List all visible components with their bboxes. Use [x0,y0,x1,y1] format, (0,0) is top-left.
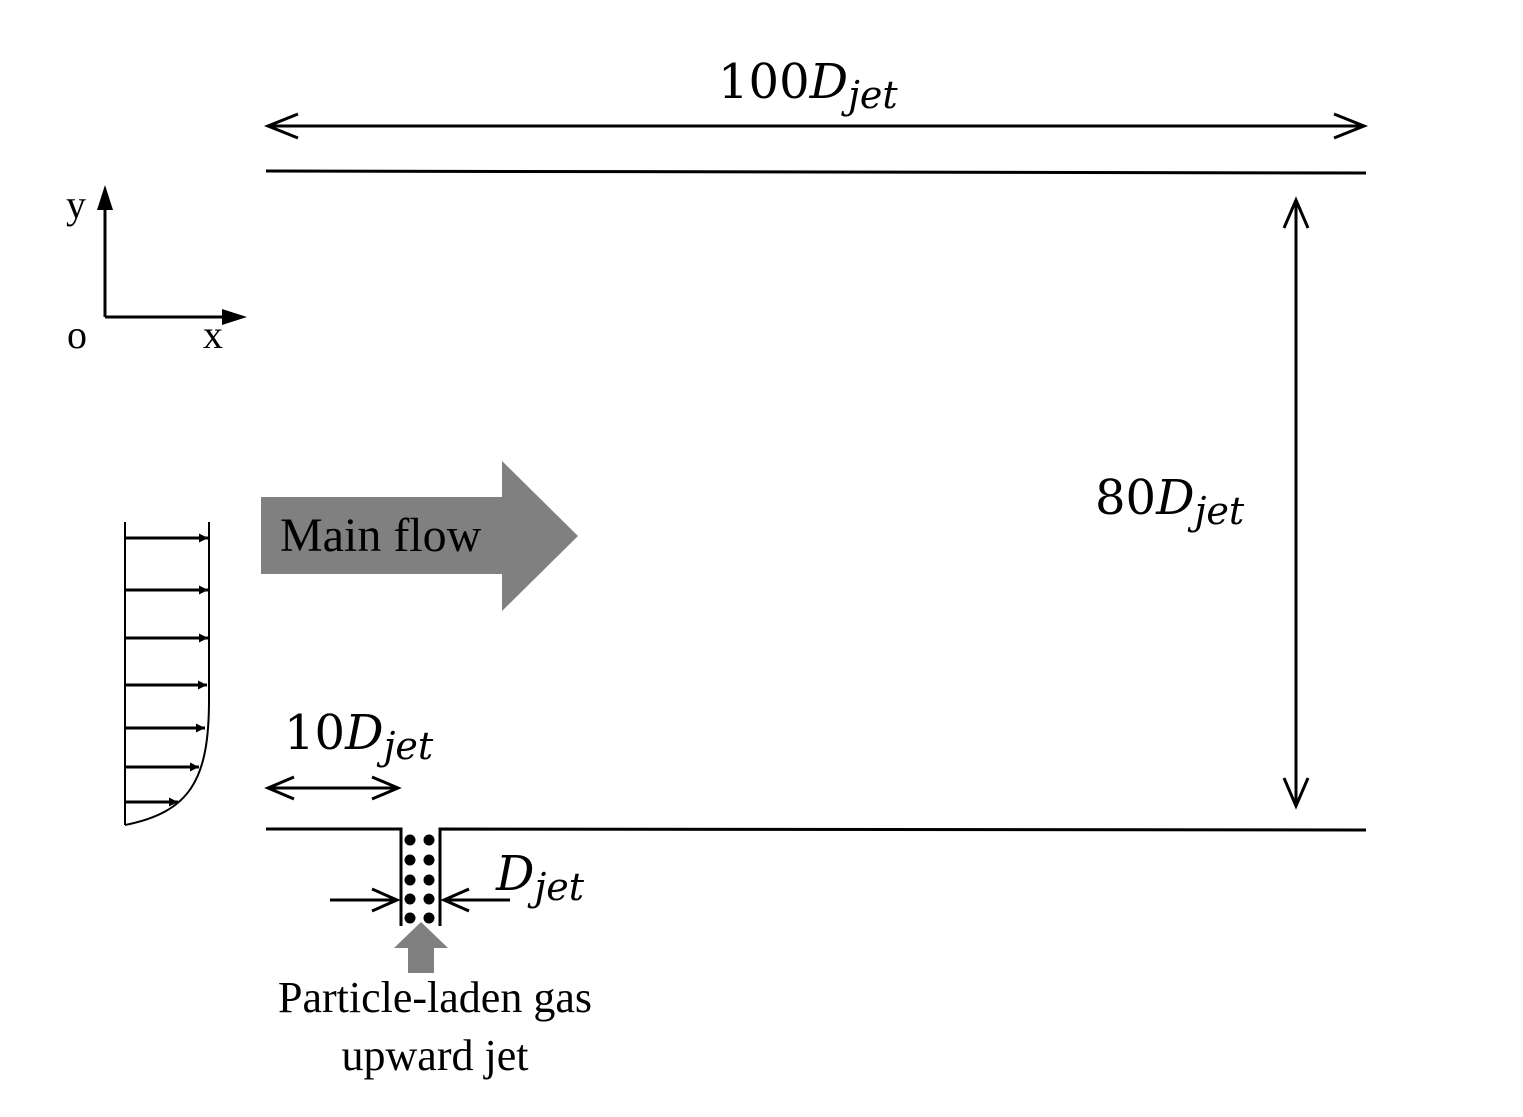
main-flow-label: Main flow [280,509,482,562]
height-dimension-arrow [1282,196,1310,810]
jet-width-label: Djet [495,846,585,909]
jet-inlet-arrow [394,922,448,973]
length-dimension-label: 100Djet [718,54,898,117]
inlet-velocity-profile [124,522,210,826]
jet-width-dimension-arrows [330,887,510,913]
bottom-wall [266,827,1367,926]
offset-dimension-label: 10Djet [284,705,434,768]
particle [404,834,416,846]
particle [404,912,416,924]
main-flow-arrow [261,461,578,611]
offset-dimension-arrow [264,775,402,801]
coordinate-axes [97,185,247,325]
particle [404,874,416,886]
particle [423,912,435,924]
jet-particles [404,834,435,924]
particle [423,874,435,886]
height-dimension-label: 80Djet [1095,470,1245,533]
jet-label-line2: upward jet [342,1031,529,1080]
particle [404,893,416,905]
x-axis-label: x [203,312,223,357]
jet-label-line1: Particle-laden gas [278,973,592,1022]
particle [404,854,416,866]
particle [423,893,435,905]
origin-label: o [67,312,87,357]
y-axis-label: y [66,182,86,227]
particle [423,854,435,866]
particle [423,834,435,846]
top-wall [265,169,1367,175]
length-dimension-arrow [263,112,1369,140]
